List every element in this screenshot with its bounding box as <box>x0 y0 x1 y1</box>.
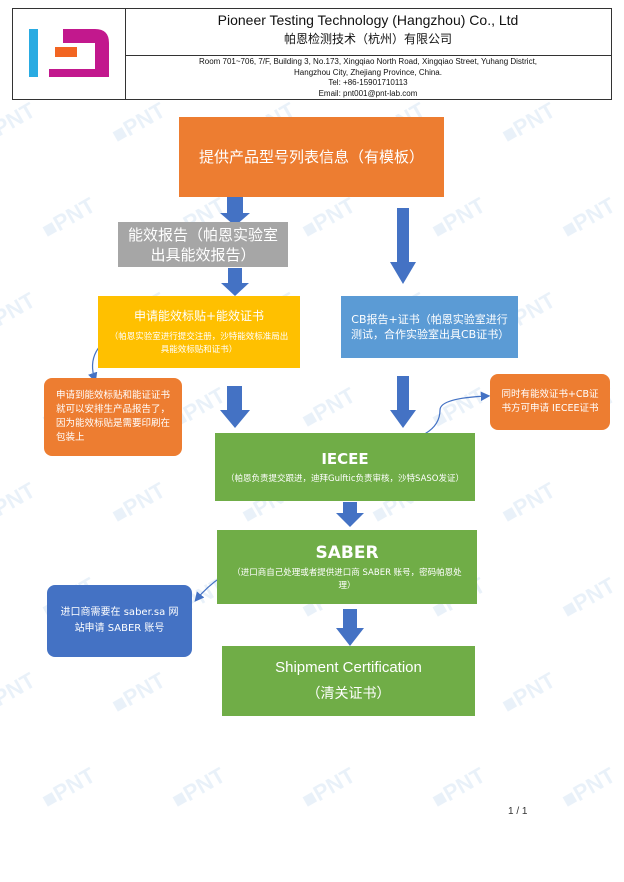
step-energy-label-detail: （帕恩实验室进行提交注册，沙特能效标准局出具能效标贴和证书） <box>109 332 289 355</box>
step-energy-report: 能效报告（帕恩实验室出具能效报告） <box>118 222 288 267</box>
arrow-step1-to-cb <box>390 208 416 284</box>
step-saber-title: SABER <box>315 542 379 563</box>
arrow-energy-report-to-label <box>221 268 249 296</box>
step-energy-label-title: 申请能效标贴+能效证书 <box>133 309 265 323</box>
telephone: Tel: +86-15901710113 <box>328 78 408 87</box>
address-block: Room 701~706, 7/F, Building 3, No.173, X… <box>125 55 611 99</box>
company-name-en: Pioneer Testing Technology (Hangzhou) Co… <box>217 12 519 28</box>
pnt-logo-icon <box>29 29 109 77</box>
step-cb-report: CB报告+证书（帕恩实验室进行测试，合作实验室出具CB证书） <box>341 296 518 358</box>
step-provide-model-list-label: 提供产品型号列表信息（有模板） <box>198 148 424 166</box>
arrow-cb-to-iecee <box>390 376 416 428</box>
step-provide-model-list: 提供产品型号列表信息（有模板） <box>179 117 444 197</box>
note-energy-label-production: 申请到能效标贴和能证证书就可以安排生产品报告了，因为能效标贴是需要印刷在包装上 <box>44 378 182 456</box>
arrow-label-to-iecee <box>220 386 250 428</box>
note-iecee-requirement: 同时有能效证书+CB证书方可申请 IECEE证书 <box>490 374 610 430</box>
step-iecee: IECEE （帕恩负责提交跟进，迪拜Gulftic负责审核，沙特SASO发证） <box>215 433 475 501</box>
arrow-iecee-to-saber <box>336 502 364 527</box>
note-energy-label-production-text: 申请到能效标贴和能证证书就可以安排生产品报告了，因为能效标贴是需要印刷在包装上 <box>56 390 171 443</box>
address-line-2: Hangzhou City, Zhejiang Province, China. <box>294 67 442 77</box>
note-saber-account: 进口商需要在 saber.sa 网站申请 SABER 账号 <box>47 585 192 657</box>
step-saber-detail: （进口商自己处理或者提供进口商 SABER 账号，密码帕恩处理） <box>232 567 462 591</box>
step-cb-report-label: CB报告+证书（帕恩实验室进行测试，合作实验室出具CB证书） <box>351 313 510 341</box>
letterhead: Pioneer Testing Technology (Hangzhou) Co… <box>12 8 612 100</box>
address-line-1: Room 701~706, 7/F, Building 3, No.173, X… <box>198 57 538 66</box>
email: Email: pnt001@pnt-lab.com <box>318 88 418 98</box>
page-number: 1 / 1 <box>508 806 528 817</box>
step-iecee-detail: （帕恩负责提交跟进，迪拜Gulftic负责审核，沙特SASO发证） <box>225 473 464 484</box>
company-logo <box>13 9 126 99</box>
note-saber-account-text: 进口商需要在 saber.sa 网站申请 SABER 账号 <box>60 607 179 634</box>
company-name-cn: 帕恩检测技术（杭州）有限公司 <box>283 32 452 46</box>
step-saber: SABER （进口商自己处理或者提供进口商 SABER 账号，密码帕恩处理） <box>217 530 477 604</box>
step-iecee-title: IECEE <box>321 449 369 468</box>
step-shipment-certification: Shipment Certification （清关证书） <box>222 646 475 716</box>
arrow-saber-to-shipment <box>336 609 364 646</box>
step-energy-report-label: 能效报告（帕恩实验室出具能效报告） <box>127 225 278 264</box>
step-energy-label: 申请能效标贴+能效证书 （帕恩实验室进行提交注册，沙特能效标准局出具能效标贴和证… <box>98 296 300 368</box>
arrow-step1-to-energy-report <box>220 197 250 226</box>
step-shipment-subtitle: （清关证书） <box>306 686 391 702</box>
step-shipment-title: Shipment Certification <box>275 659 422 676</box>
company-name-cell: Pioneer Testing Technology (Hangzhou) Co… <box>125 9 611 56</box>
note-iecee-requirement-text: 同时有能效证书+CB证书方可申请 IECEE证书 <box>501 389 599 414</box>
